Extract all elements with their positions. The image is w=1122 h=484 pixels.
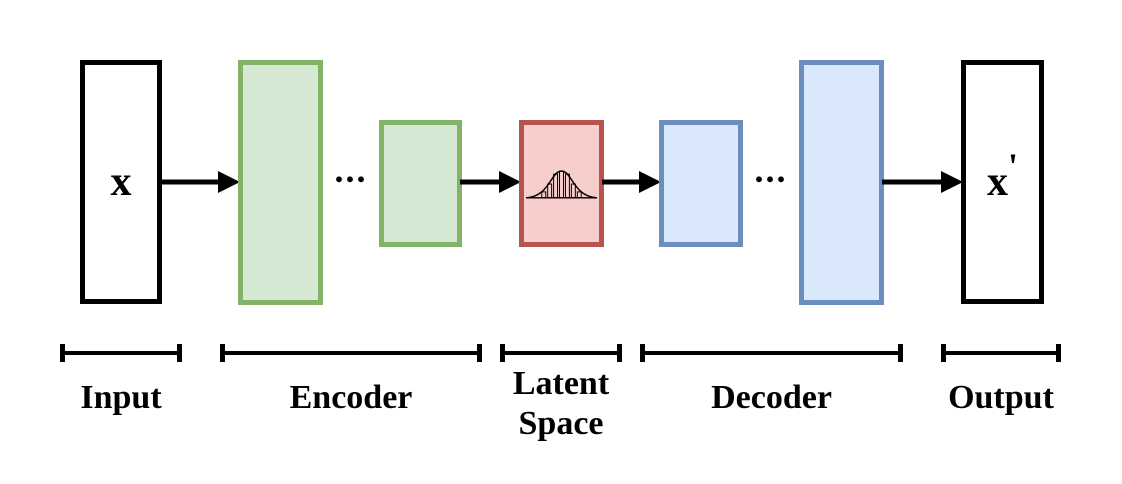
encoder-layer-large — [238, 60, 323, 305]
output-prime-mark: ' — [1007, 146, 1018, 186]
latent-space-section-label: Latent Space — [512, 365, 610, 442]
decoder-layer-large — [799, 60, 884, 305]
encoder-extent-bracket — [220, 344, 482, 362]
input-extent-bracket — [60, 344, 182, 362]
input-section-label: Input — [80, 379, 162, 416]
bracket-line — [220, 351, 482, 355]
output-node-label: x — [986, 159, 1008, 205]
output-extent-bracket — [941, 344, 1061, 362]
bracket-line — [941, 351, 1061, 355]
decoder-layer-small — [659, 120, 743, 247]
decoder-section-label: Decoder — [711, 379, 832, 416]
gaussian-distribution-icon — [525, 169, 598, 199]
encoder-ellipsis: ... — [334, 150, 368, 190]
encoder-section-label: Encoder — [289, 379, 413, 416]
arrow-decoder-to-output — [882, 171, 963, 193]
bracket-line — [500, 351, 622, 355]
output-section-label: Output — [948, 379, 1054, 416]
arrow-input-to-encoder — [161, 171, 240, 193]
encoder-layer-small — [379, 120, 462, 247]
latent-space-node — [519, 120, 604, 247]
decoder-extent-bracket — [640, 344, 903, 362]
output-node: x' — [961, 60, 1044, 304]
decoder-ellipsis: ... — [754, 150, 788, 190]
arrow-encoder-to-latent — [460, 171, 521, 193]
input-node: x — [80, 60, 162, 304]
arrow-latent-to-decoder — [602, 171, 661, 193]
bracket-line — [640, 351, 903, 355]
bracket-line — [60, 351, 182, 355]
input-node-label: x — [110, 159, 132, 205]
latent-extent-bracket — [500, 344, 622, 362]
